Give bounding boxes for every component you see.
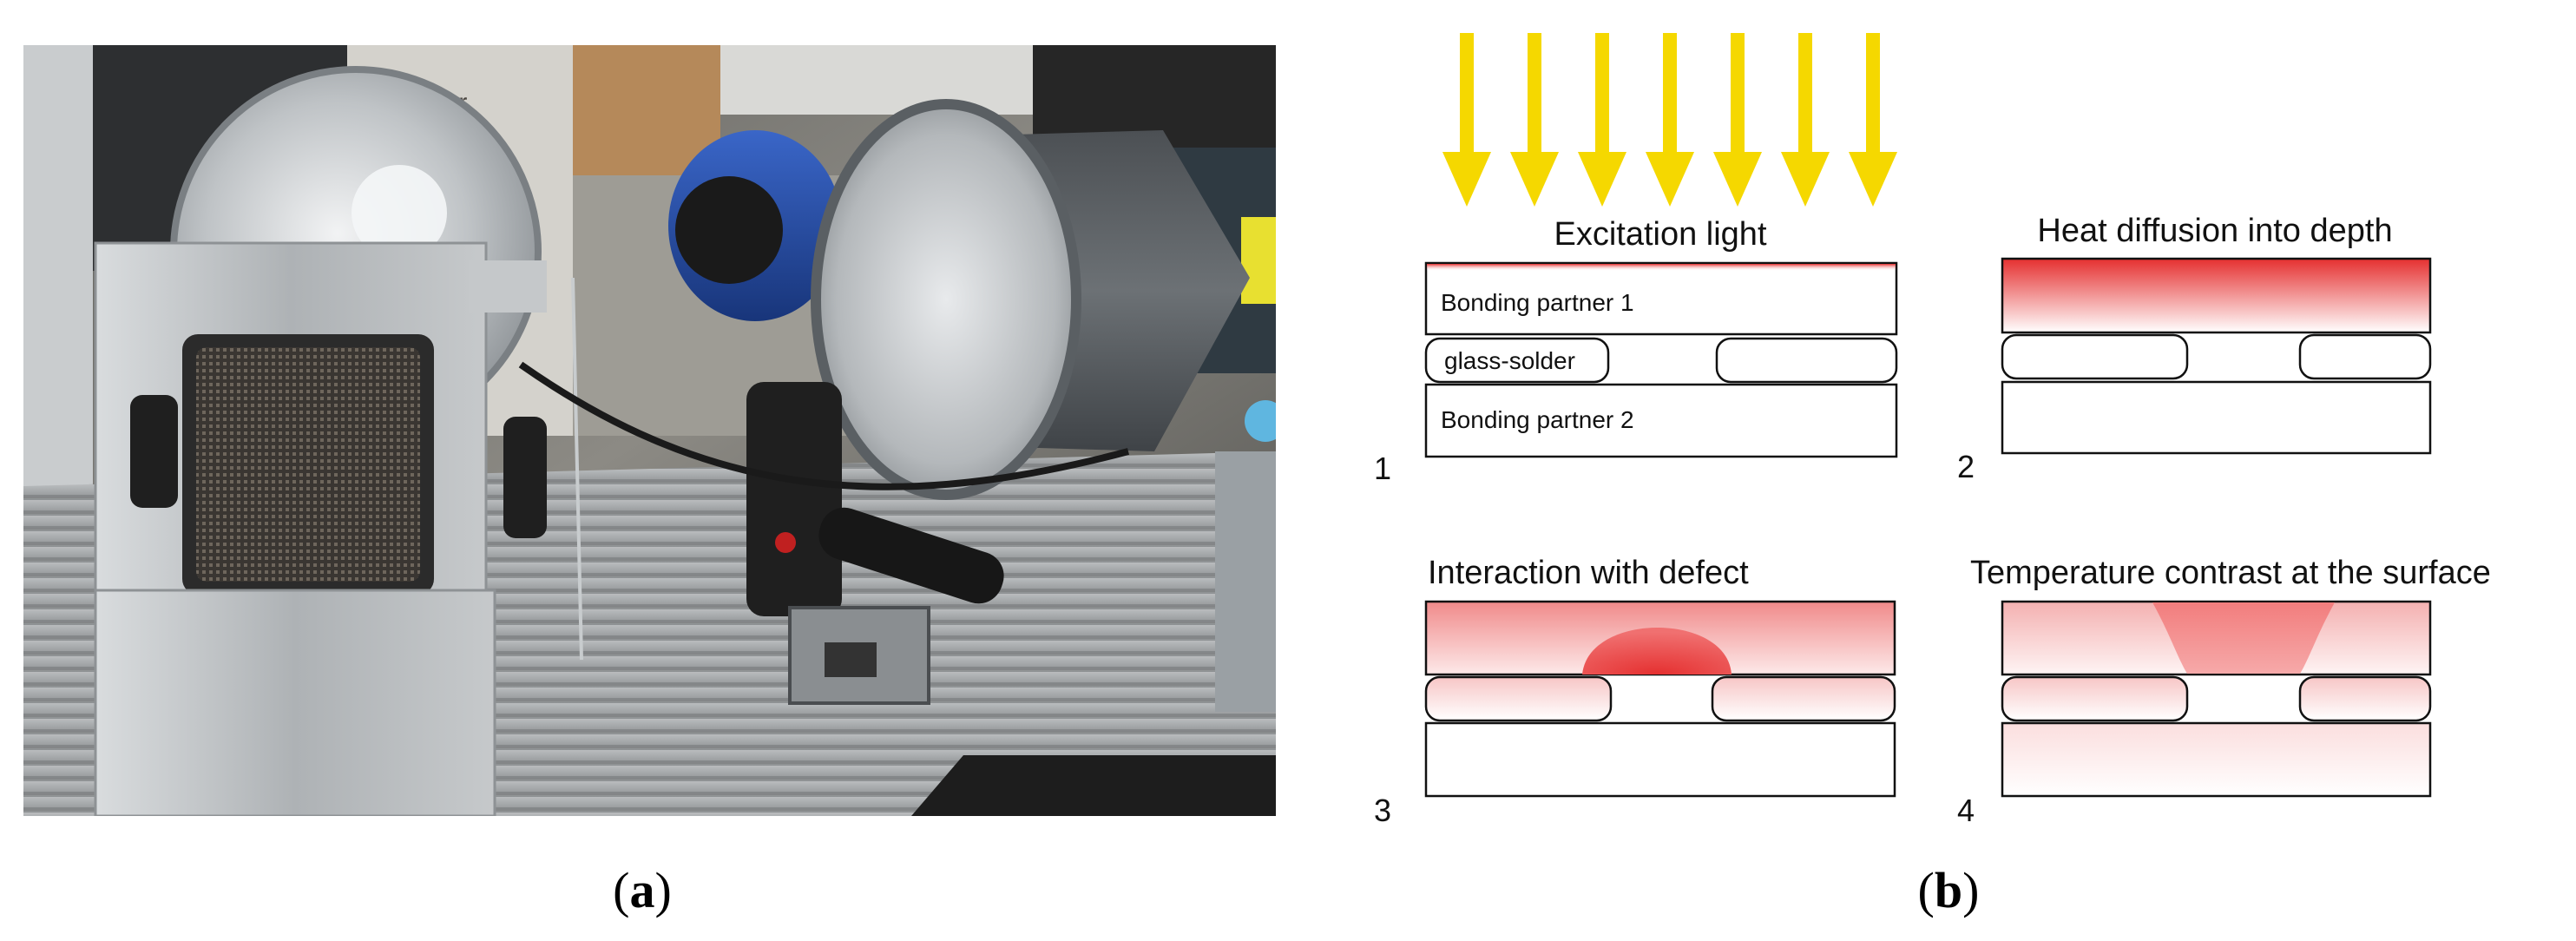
light-arrow <box>1781 33 1830 207</box>
panel-a-photo: hofer <box>23 45 1276 816</box>
light-arrow <box>1442 33 1491 207</box>
bonding-partner-2-layer <box>1424 383 1898 458</box>
glass-solder-right <box>1715 337 1898 384</box>
step-number-1: 1 <box>1374 451 1391 486</box>
step-number-4: 4 <box>1957 793 1975 828</box>
light-arrow <box>1578 33 1626 207</box>
glass-solder-right <box>2298 333 2432 380</box>
step-number-2: 2 <box>1957 449 1975 484</box>
caption-a: (a) <box>613 862 672 918</box>
step-1: Excitation light Bonding partner 1 glass… <box>1374 216 1898 486</box>
glass-solder-left <box>2001 333 2189 380</box>
top-layer-heated <box>2001 257 2432 334</box>
bottom-layer <box>1424 721 1896 798</box>
heat-accumulation-spot <box>1582 628 1732 674</box>
step-2: Heat diffusion into depth 2 <box>1957 213 2432 484</box>
bottom-layer <box>2001 380 2432 455</box>
step-2-title: Heat diffusion into depth <box>2037 213 2392 249</box>
rail-left <box>23 45 93 531</box>
bottom-layer <box>2001 721 2432 798</box>
light-arrow <box>1510 33 1559 207</box>
step-number-3: 3 <box>1374 793 1391 828</box>
bonding-partner-1-layer <box>1424 261 1898 336</box>
caption-b: (b) <box>1918 862 1980 918</box>
solder-label: glass-solder <box>1444 347 1575 374</box>
light-arrow <box>1646 33 1694 207</box>
light-arrow <box>1849 33 1897 207</box>
step-3-title: Interaction with defect <box>1428 555 1749 591</box>
glass-solder-left <box>1424 675 1613 722</box>
step-1-title: Excitation light <box>1554 216 1766 253</box>
glass-solder-right <box>2298 675 2432 722</box>
right-lamp-reflector <box>811 99 1081 500</box>
temperature-contrast-cone <box>2152 602 2335 674</box>
step-4-title: Temperature contrast at the surface <box>1970 555 2491 591</box>
panel-b-diagram: Excitation light Bonding partner 1 glass… <box>1374 33 2491 828</box>
glass-solder-left <box>1424 337 1610 384</box>
glass-solder-right <box>1711 675 1896 722</box>
excitation-light-arrows <box>1442 33 1897 207</box>
light-arrow <box>1713 33 1762 207</box>
layer-label-bottom: Bonding partner 2 <box>1441 406 1634 433</box>
glass-solder-left <box>2001 675 2189 722</box>
sample-grid <box>196 347 420 582</box>
surface-heat <box>1427 264 1896 271</box>
cardboard-box <box>573 45 720 175</box>
step-3: Interaction with defect 3 <box>1374 555 1896 828</box>
tripod-head <box>746 382 842 616</box>
layer-label-top: Bonding partner 1 <box>1441 289 1634 316</box>
step-4: Temperature contrast at the surface 4 <box>1957 555 2491 828</box>
